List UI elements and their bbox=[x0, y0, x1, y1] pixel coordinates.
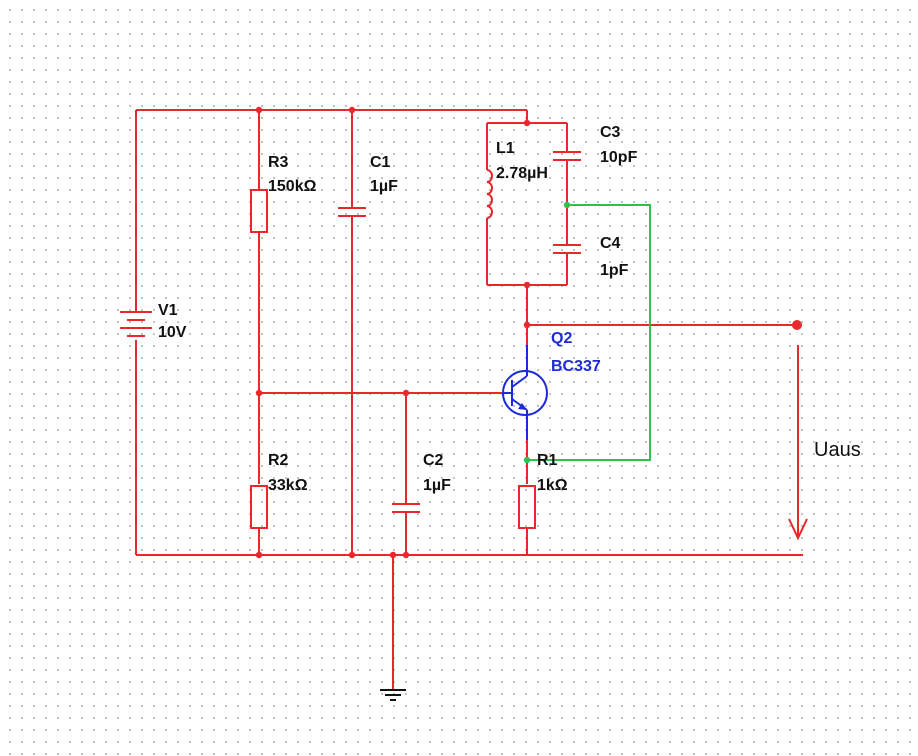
c1-ref: C1 bbox=[370, 154, 391, 171]
battery-icon bbox=[120, 311, 152, 337]
c1-value: 1µF bbox=[370, 178, 398, 195]
resistor-icon bbox=[518, 485, 536, 529]
resistor-icon bbox=[250, 485, 268, 529]
r3-value: 150kΩ bbox=[268, 178, 317, 195]
r3-ref: R3 bbox=[268, 154, 289, 171]
capacitor-icon bbox=[338, 207, 366, 217]
r2-ref: R2 bbox=[268, 452, 289, 469]
ground-icon bbox=[380, 689, 406, 701]
c2-value: 1µF bbox=[423, 477, 451, 494]
l1-ref: L1 bbox=[496, 140, 515, 157]
v1-ref: V1 bbox=[158, 302, 178, 319]
v1-value: 10V bbox=[158, 324, 187, 341]
q2-ref: Q2 bbox=[551, 330, 572, 347]
c4-ref: C4 bbox=[600, 235, 621, 252]
r2-value: 33kΩ bbox=[268, 477, 308, 494]
output-terminal[interactable] bbox=[792, 320, 802, 330]
resistor-icon bbox=[250, 189, 268, 233]
inductor-icon bbox=[486, 169, 493, 219]
c3-ref: C3 bbox=[600, 124, 621, 141]
wire-emitter bbox=[526, 440, 803, 556]
r1-value: 1kΩ bbox=[537, 477, 568, 494]
wires bbox=[135, 109, 803, 690]
npn-transistor-icon bbox=[502, 345, 548, 440]
wire-feedback bbox=[527, 204, 651, 461]
c4-value: 1pF bbox=[600, 262, 629, 279]
l1-value: 2.78µH bbox=[496, 165, 548, 182]
output-voltage-label: Uaus bbox=[814, 439, 861, 461]
r1-ref: R1 bbox=[537, 452, 558, 469]
c3-value: 10pF bbox=[600, 149, 638, 166]
q2-value: BC337 bbox=[551, 358, 601, 375]
junctions bbox=[255, 106, 571, 559]
capacitor-icon bbox=[553, 244, 581, 254]
capacitor-icon bbox=[553, 151, 581, 161]
capacitor-icon bbox=[392, 503, 420, 513]
c2-ref: C2 bbox=[423, 452, 444, 469]
arrow-down-icon bbox=[788, 345, 808, 541]
